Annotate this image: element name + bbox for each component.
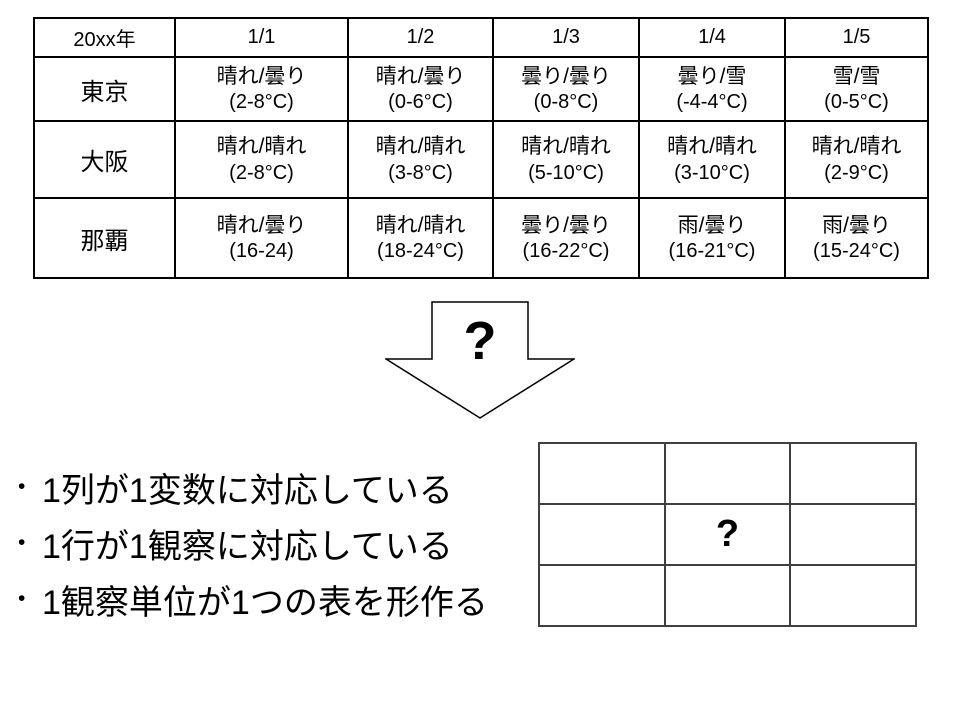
mini-table-row: ?	[538, 503, 917, 566]
down-arrow-shape	[385, 301, 575, 419]
temp-text: (15-24°C)	[813, 240, 900, 263]
bullet-dot-icon: •	[18, 475, 26, 498]
temp-text: (2-9°C)	[824, 161, 889, 184]
bullet-item: • 1観察単位が1つの表を形作る	[12, 571, 488, 627]
temp-text: (0-8°C)	[533, 91, 599, 114]
mini-table-question-cell: ?	[663, 503, 792, 566]
weather-cell: 晴れ/晴れ (18-24°C)	[347, 197, 494, 279]
mini-table-cell	[538, 503, 666, 566]
temp-text: (2-8°C)	[229, 161, 294, 184]
temp-text: (5-10°C)	[528, 161, 604, 184]
temp-text: (16-24)	[229, 240, 294, 263]
temp-text: (0-5°C)	[824, 91, 889, 114]
bullet-text: 1観察単位が1つの表を形作る	[42, 583, 488, 622]
weather-text: 晴れ/曇り	[216, 213, 307, 237]
weather-text: 曇り/曇り	[521, 213, 611, 237]
mini-table-cell	[789, 503, 917, 566]
bullet-dot-icon: •	[18, 587, 26, 610]
temp-text: (2-8°C)	[229, 91, 294, 114]
weather-text: 晴れ/晴れ	[811, 135, 902, 159]
weather-text: 晴れ/晴れ	[375, 213, 466, 237]
bullet-text: 1列が1変数に対応している	[42, 471, 453, 510]
table-row-tokyo: 東京 晴れ/曇り (2-8°C) 晴れ/曇り (0-6°C) 曇り/曇り (0-…	[33, 56, 929, 122]
weather-text: 雪/雪	[832, 64, 881, 88]
temp-text: (0-6°C)	[388, 91, 453, 114]
temp-text: (3-8°C)	[388, 161, 453, 184]
weather-text: 雨/曇り	[677, 213, 747, 237]
year-header-cell: 20xx年	[33, 17, 176, 58]
weather-cell: 晴れ/晴れ (3-10°C)	[638, 120, 786, 199]
weather-cell: 晴れ/晴れ (2-8°C)	[174, 120, 349, 199]
weather-text: 晴れ/晴れ	[216, 135, 307, 159]
city-name-cell: 那覇	[33, 197, 176, 279]
bullet-item: • 1列が1変数に対応している	[12, 459, 488, 515]
weather-text: 晴れ/晴れ	[375, 135, 466, 159]
city-name-cell: 東京	[33, 56, 176, 122]
temp-text: (16-22°C)	[522, 240, 610, 263]
weather-text: 晴れ/晴れ	[667, 135, 757, 159]
mini-table-row	[538, 442, 917, 505]
mini-table-row	[538, 564, 917, 627]
weather-cell: 晴れ/曇り (16-24)	[174, 197, 349, 279]
arrow-question-label: ?	[463, 311, 497, 371]
weather-cell: 晴れ/晴れ (5-10°C)	[492, 120, 640, 199]
date-header-cell: 1/4	[638, 17, 786, 58]
mini-table-cell	[663, 564, 792, 627]
tidy-data-bullet-list: • 1列が1変数に対応している • 1行が1観察に対応している • 1観察単位が…	[12, 459, 488, 627]
weather-text: 晴れ/晴れ	[521, 135, 611, 159]
city-name-cell: 大阪	[33, 120, 176, 199]
weather-table-header-row: 20xx年 1/1 1/2 1/3 1/4 1/5	[33, 17, 929, 58]
weather-text: 晴れ/曇り	[375, 64, 466, 88]
bullet-item: • 1行が1観察に対応している	[12, 515, 488, 571]
mini-table-cell	[789, 564, 917, 627]
date-header-cell: 1/1	[174, 17, 349, 58]
weather-cell: 晴れ/晴れ (2-9°C)	[784, 120, 929, 199]
weather-text: 曇り/雪	[677, 64, 747, 88]
mini-table-cell	[789, 442, 917, 505]
weather-cell: 晴れ/晴れ (3-8°C)	[347, 120, 494, 199]
temp-text: (3-10°C)	[674, 161, 750, 184]
bullet-text: 1行が1観察に対応している	[42, 527, 453, 566]
weather-table: 20xx年 1/1 1/2 1/3 1/4 1/5 東京 晴れ/曇り (2-8°…	[33, 17, 929, 279]
table-row-naha: 那覇 晴れ/曇り (16-24) 晴れ/晴れ (18-24°C) 曇り/曇り (…	[33, 197, 929, 279]
weather-text: 晴れ/曇り	[216, 64, 307, 88]
down-arrow-polygon	[385, 301, 575, 419]
weather-cell: 雨/曇り (16-21°C)	[638, 197, 786, 279]
mini-table-cell	[663, 442, 792, 505]
date-header-cell: 1/5	[784, 17, 929, 58]
mini-table-cell	[538, 442, 666, 505]
weather-cell: 晴れ/曇り (2-8°C)	[174, 56, 349, 122]
weather-cell: 雪/雪 (0-5°C)	[784, 56, 929, 122]
weather-text: 雨/曇り	[822, 213, 891, 237]
weather-cell: 曇り/曇り (0-8°C)	[492, 56, 640, 122]
table-row-osaka: 大阪 晴れ/晴れ (2-8°C) 晴れ/晴れ (3-8°C) 晴れ/晴れ (5-…	[33, 120, 929, 199]
date-header-cell: 1/3	[492, 17, 640, 58]
mini-table-cell	[538, 564, 666, 627]
weather-cell: 曇り/雪 (-4-4°C)	[638, 56, 786, 122]
date-header-cell: 1/2	[347, 17, 494, 58]
temp-text: (-4-4°C)	[676, 91, 748, 114]
temp-text: (16-21°C)	[668, 240, 756, 263]
weather-cell: 晴れ/曇り (0-6°C)	[347, 56, 494, 122]
weather-cell: 雨/曇り (15-24°C)	[784, 197, 929, 279]
weather-text: 曇り/曇り	[521, 64, 611, 88]
temp-text: (18-24°C)	[377, 240, 464, 263]
tidy-result-table: ?	[538, 442, 917, 627]
weather-cell: 曇り/曇り (16-22°C)	[492, 197, 640, 279]
bullet-dot-icon: •	[18, 531, 26, 554]
